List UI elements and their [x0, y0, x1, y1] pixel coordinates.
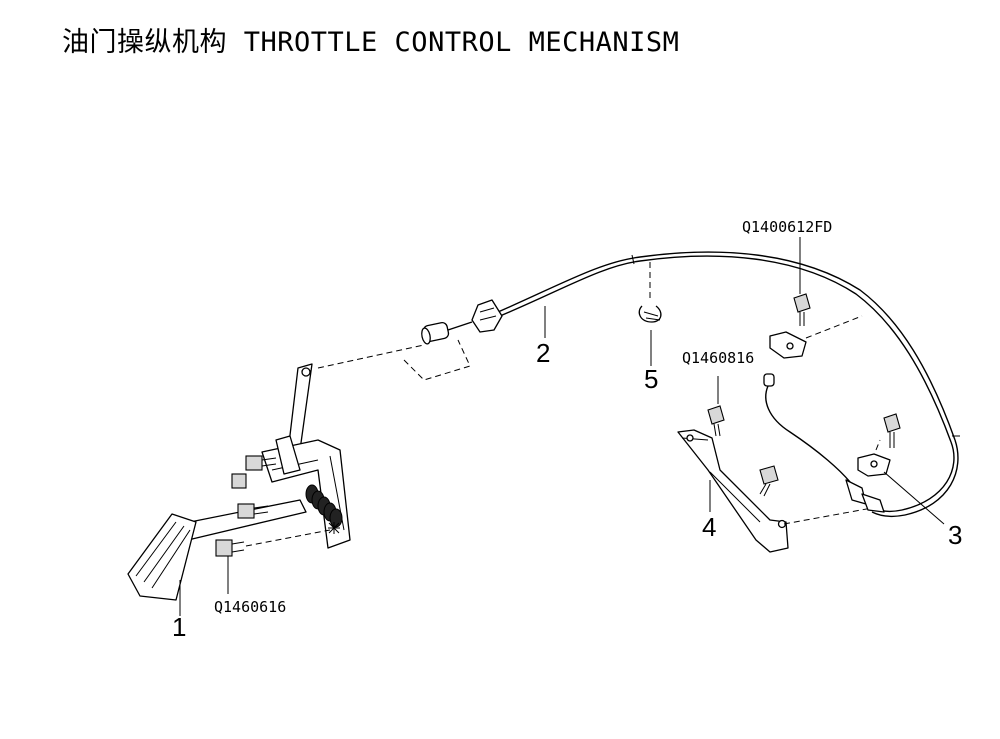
callout-part-3: 3	[948, 520, 962, 550]
pedal-bracket-bolts	[215, 455, 277, 557]
callout-bolt-q1460616: Q1460616	[214, 598, 286, 616]
cable-to-lever-guides	[317, 339, 471, 381]
throttle-cable	[421, 251, 960, 518]
callout-part-1: 1	[172, 612, 186, 642]
throttle-sensor-wire	[763, 373, 945, 525]
cable-clip	[638, 262, 662, 366]
throttle-pedal-assembly	[127, 363, 351, 616]
cable-bracket	[677, 376, 873, 553]
return-spring	[305, 484, 343, 528]
callout-part-4: 4	[702, 512, 716, 542]
bracket-bolts	[707, 405, 779, 497]
callout-part-5: 5	[644, 364, 658, 394]
callout-bolt-q1400612fd: Q1400612FD	[742, 218, 832, 236]
callout-part-2: 2	[536, 338, 550, 368]
callout-bolt-q1460816: Q1460816	[682, 349, 754, 367]
upper-cable-clip	[769, 237, 863, 359]
page-title: 油门操纵机构 THROTTLE CONTROL MECHANISM	[62, 27, 680, 58]
